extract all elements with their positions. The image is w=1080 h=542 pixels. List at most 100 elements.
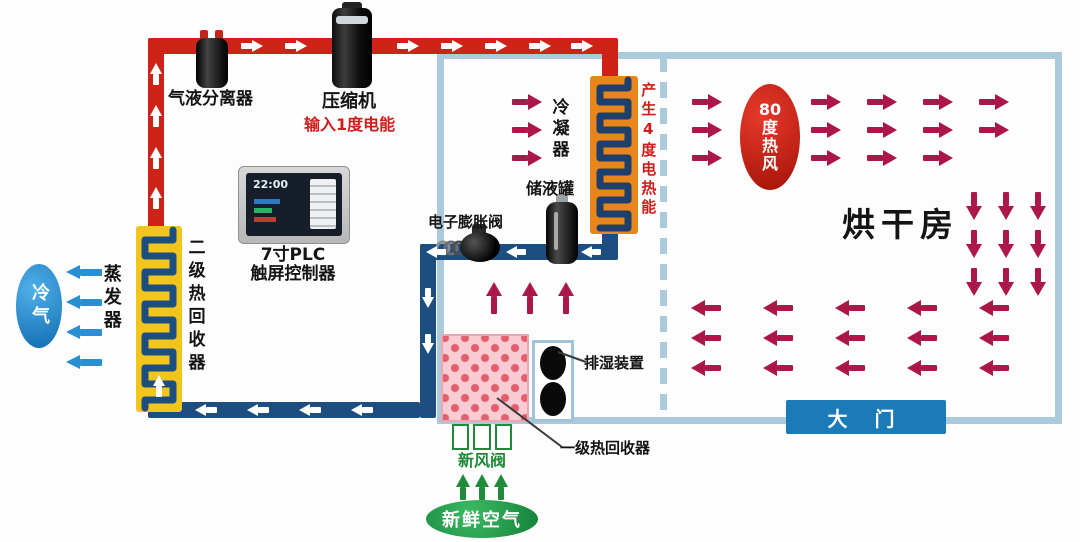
hot-air-in-left-arrow-icon <box>692 94 722 110</box>
plc-label-line1: 7寸PLC <box>260 245 326 265</box>
room-left-border <box>437 52 444 424</box>
hot-air-spread-arrow-icon <box>979 94 1009 110</box>
expansion-valve-label: 电子膨胀阀 <box>428 213 504 231</box>
secondary-heat-recovery-label: 二级热回收器 <box>184 238 205 376</box>
pipe-hot-left <box>148 38 164 234</box>
compressor-band <box>336 16 368 24</box>
receiver-upflow-arrow-icon <box>486 282 502 314</box>
condenser-coil <box>590 76 638 234</box>
room-right-border <box>1055 52 1062 424</box>
fresh-air-valve-cell <box>473 424 491 450</box>
plc-indicator <box>254 208 272 213</box>
fresh-air-up-arrow-icon <box>475 474 489 500</box>
hot-air-spread-arrow-icon <box>923 94 953 110</box>
separator-body <box>196 38 228 88</box>
pipe-liquid-bottom <box>148 402 420 418</box>
fresh-air-valve-cell <box>494 424 512 450</box>
compressor-label: 压缩机 <box>322 91 376 112</box>
hot-air-spread-arrow-icon <box>811 150 841 166</box>
fresh-air-valve-cell <box>452 424 470 450</box>
plc-indicator <box>254 199 280 204</box>
separator-label: 气液分离器 <box>168 89 253 109</box>
compressor-cap <box>342 2 362 12</box>
return-air-arrow-icon <box>835 330 865 346</box>
return-air-arrow-icon <box>979 330 1009 346</box>
return-air-arrow-icon <box>763 330 793 346</box>
evaporator-serpentine <box>141 226 177 412</box>
plc-label-line2: 触屏控制器 <box>250 264 336 284</box>
fresh-air-valve-grid <box>452 424 512 450</box>
valve-body <box>460 232 500 262</box>
room-bottom-border <box>437 417 1062 424</box>
return-air-arrow-icon <box>979 300 1009 316</box>
cold-air-badge: 冷气 <box>16 264 62 348</box>
pipe-liquid-down <box>420 244 436 418</box>
separator-port-icon <box>215 30 223 42</box>
return-air-arrow-icon <box>763 360 793 376</box>
liquid-receiver <box>546 194 578 264</box>
return-air-arrow-icon <box>835 360 865 376</box>
hot-air-spread-arrow-icon <box>867 122 897 138</box>
plc-side-panel <box>310 179 336 229</box>
hot-air-down-arrow-icon <box>1030 268 1046 296</box>
return-air-arrow-icon <box>835 300 865 316</box>
compressor <box>332 2 372 88</box>
plc-screen: 22:00 <box>246 173 342 236</box>
hot-air-spread-arrow-icon <box>923 150 953 166</box>
return-air-arrow-icon <box>763 300 793 316</box>
return-air-arrow-icon <box>907 300 937 316</box>
hot-air-spread-arrow-icon <box>811 94 841 110</box>
hot-air-down-arrow-icon <box>1030 192 1046 220</box>
cold-air-arrow-icon <box>66 325 102 340</box>
separator-port-icon <box>200 30 208 42</box>
primary-heat-recovery-label: 一级热回收器 <box>560 439 651 457</box>
fresh-air-up-arrow-icon <box>456 474 470 500</box>
hot-air-down-arrow-icon <box>998 268 1014 296</box>
condenser-intake-arrow-icon <box>512 122 542 138</box>
return-air-arrow-icon <box>907 330 937 346</box>
evaporator-label: 蒸发器 <box>100 264 122 333</box>
gas-liquid-separator <box>196 30 228 88</box>
hot-air-spread-arrow-icon <box>923 122 953 138</box>
receiver-label: 储液罐 <box>526 179 575 198</box>
return-air-arrow-icon <box>907 360 937 376</box>
receiver-upflow-arrow-icon <box>522 282 538 314</box>
cold-air-arrow-icon <box>66 355 102 370</box>
plc-controller: 22:00 <box>238 166 350 244</box>
dehumidifier-label: 排湿装置 <box>584 354 645 372</box>
fresh-air-badge: 新鲜空气 <box>426 500 538 538</box>
door: 大 门 <box>786 400 946 434</box>
condenser-label: 冷凝器 <box>548 98 569 161</box>
fresh-air-valve-label: 新风阀 <box>457 451 506 470</box>
hot-air-down-arrow-icon <box>998 192 1014 220</box>
plc-indicator <box>254 217 276 222</box>
hot-air-down-arrow-icon <box>966 192 982 220</box>
cold-air-arrow-icon <box>66 295 102 310</box>
room-top-border <box>437 52 1062 59</box>
hot-air-down-arrow-icon <box>966 268 982 296</box>
heat-generated-label: 产生4度电热能 <box>639 82 658 218</box>
primary-heat-recovery-panel <box>441 334 529 422</box>
hot-air-badge: 80 度 热 风 <box>740 84 800 190</box>
hot-air-spread-arrow-icon <box>979 122 1009 138</box>
room-divider-dashed <box>660 56 667 420</box>
return-air-arrow-icon <box>979 360 1009 376</box>
hot-air-spread-arrow-icon <box>811 122 841 138</box>
fresh-air-up-arrow-icon <box>494 474 508 500</box>
hot-air-down-arrow-icon <box>966 230 982 258</box>
drying-room-label: 烘干房 <box>842 205 959 244</box>
hot-air-down-arrow-icon <box>1030 230 1046 258</box>
evaporator-coil <box>136 226 182 412</box>
cold-air-arrow-icon <box>66 265 102 280</box>
expansion-valve <box>436 224 500 268</box>
receiver-upflow-arrow-icon <box>558 282 574 314</box>
hot-air-in-left-arrow-icon <box>692 150 722 166</box>
hot-air-spread-arrow-icon <box>867 150 897 166</box>
dehumidifier-fan-icon <box>540 382 566 416</box>
receiver-body <box>546 202 578 264</box>
condenser-serpentine <box>596 76 632 232</box>
dehumidifier-unit <box>532 340 574 422</box>
power-input-label: 输入1度电能 <box>304 115 396 134</box>
dehumidifier-fan-icon <box>540 346 566 380</box>
